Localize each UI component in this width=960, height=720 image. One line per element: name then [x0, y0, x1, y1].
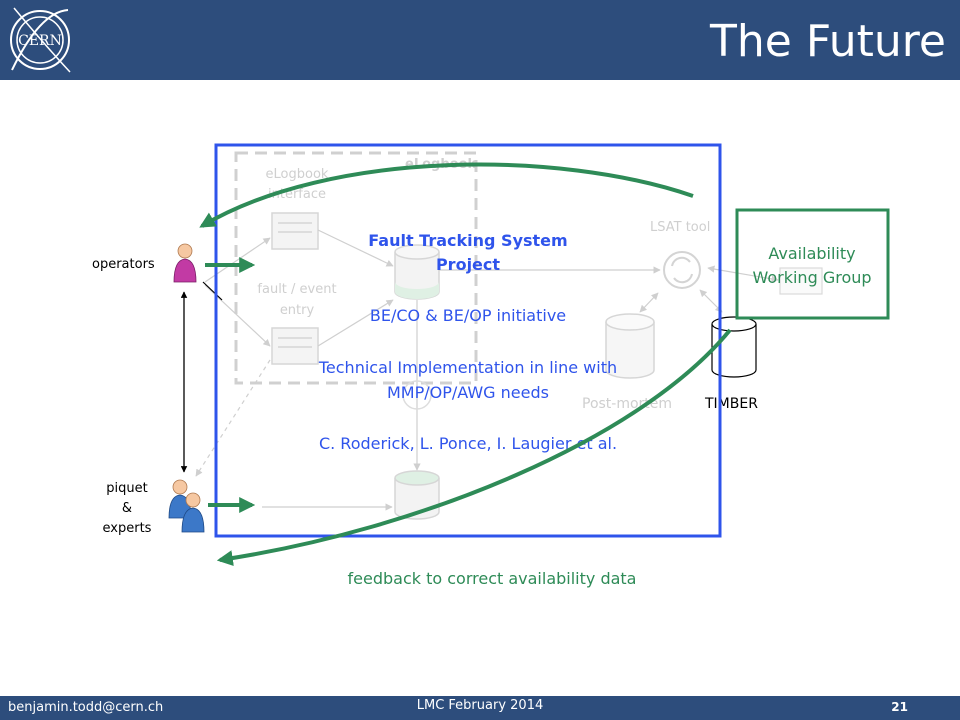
- project-authors: C. Roderick, L. Ponce, I. Laugier et al.: [319, 434, 617, 453]
- project-implementation-2: MMP/OP/AWG needs: [387, 383, 549, 402]
- project-title-1: Fault Tracking System: [368, 231, 567, 250]
- elogbook-interface-label-1: eLogbook: [266, 167, 329, 182]
- slide-header: CERN The Future: [0, 0, 960, 80]
- elogbook-group-box: [234, 151, 478, 385]
- footer-page-number: 21: [891, 700, 908, 714]
- faded-connector-node: [402, 380, 432, 410]
- timber-label: TIMBER: [704, 396, 758, 412]
- project-title-2: Project: [436, 255, 500, 274]
- availability-label-2: Working Group: [752, 268, 871, 287]
- cern-logo-icon: CERN: [10, 7, 71, 73]
- post-mortem-database-icon: [605, 313, 655, 379]
- operator-person-icon: [173, 243, 197, 283]
- lsat-window-icon: [779, 267, 823, 295]
- slide-footer: benjamin.todd@cern.ch LMC February 2014 …: [0, 696, 960, 720]
- post-mortem-label: Post-mortem: [582, 396, 672, 412]
- operators-label: operators: [92, 257, 155, 272]
- piquet-label-1: piquet: [106, 481, 147, 496]
- operators-out-link: [202, 281, 223, 301]
- faded-architecture: eLogbook eLogbook interface fault / even…: [195, 151, 823, 520]
- feedback-label: feedback to correct availability data: [348, 569, 637, 588]
- fault-tracking-diagram: eLogbook eLogbook interface fault / even…: [92, 143, 890, 588]
- footer-email: benjamin.todd@cern.ch: [8, 700, 164, 715]
- lsat-tool-label: LSAT tool: [650, 220, 710, 235]
- fault-entry-label-2: entry: [280, 303, 315, 318]
- project-implementation-1: Technical Implementation in line with: [318, 358, 617, 377]
- elogbook-database-icon: [394, 244, 440, 300]
- feedback-arrow-top: [199, 162, 694, 228]
- piquet-label-3: experts: [103, 521, 152, 536]
- experts-people-icon: [168, 479, 205, 533]
- slide-title: The Future: [710, 16, 946, 67]
- feedback-arrow-bottom: [216, 328, 732, 567]
- availability-label-1: Availability: [768, 244, 855, 263]
- availability-box: [735, 208, 890, 320]
- project-initiative: BE/CO & BE/OP initiative: [370, 306, 566, 325]
- footer-event: LMC February 2014: [416, 698, 544, 713]
- lsat-refresh-icon: [663, 251, 701, 289]
- logo-text: CERN: [18, 33, 62, 49]
- fault-entry-label-1: fault / event: [257, 282, 336, 297]
- piquet-label-2: &: [122, 501, 132, 516]
